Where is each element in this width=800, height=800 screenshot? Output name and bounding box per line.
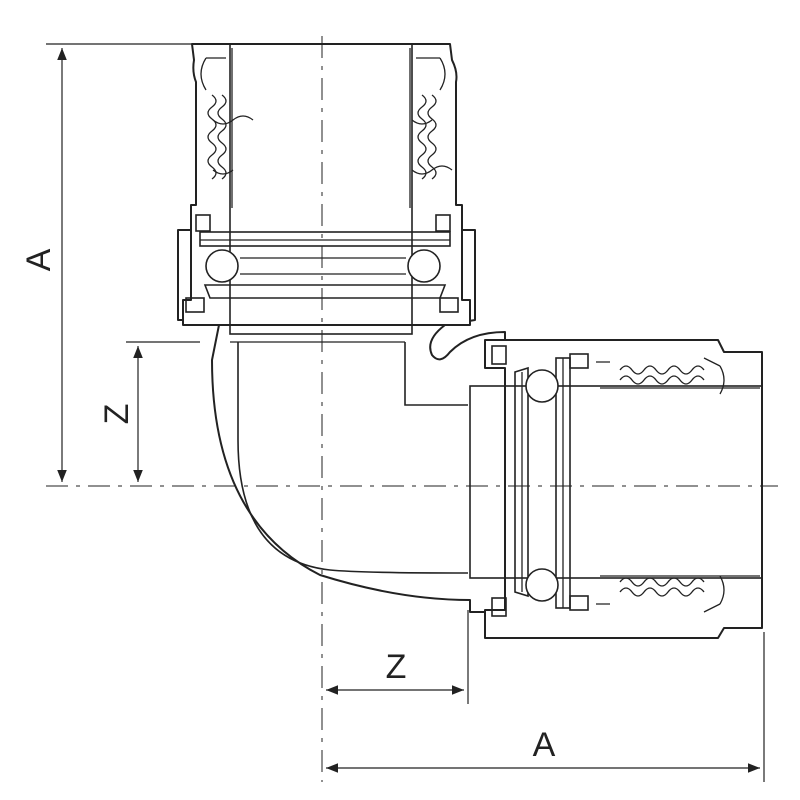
dimension-label-a-vertical: A (20, 248, 58, 271)
top-seal-ball-right (407, 249, 441, 283)
dimension-label-z-horizontal: Z (386, 648, 407, 686)
right-seal-ball-bottom (525, 568, 559, 602)
right-socket (469, 339, 763, 639)
top-socket (182, 43, 471, 335)
right-seal-ball-top (525, 369, 559, 403)
dimension-label-a-horizontal: A (533, 726, 556, 764)
dimension-label-z-vertical: Z (98, 404, 136, 425)
top-seal-ball-left (205, 249, 239, 283)
